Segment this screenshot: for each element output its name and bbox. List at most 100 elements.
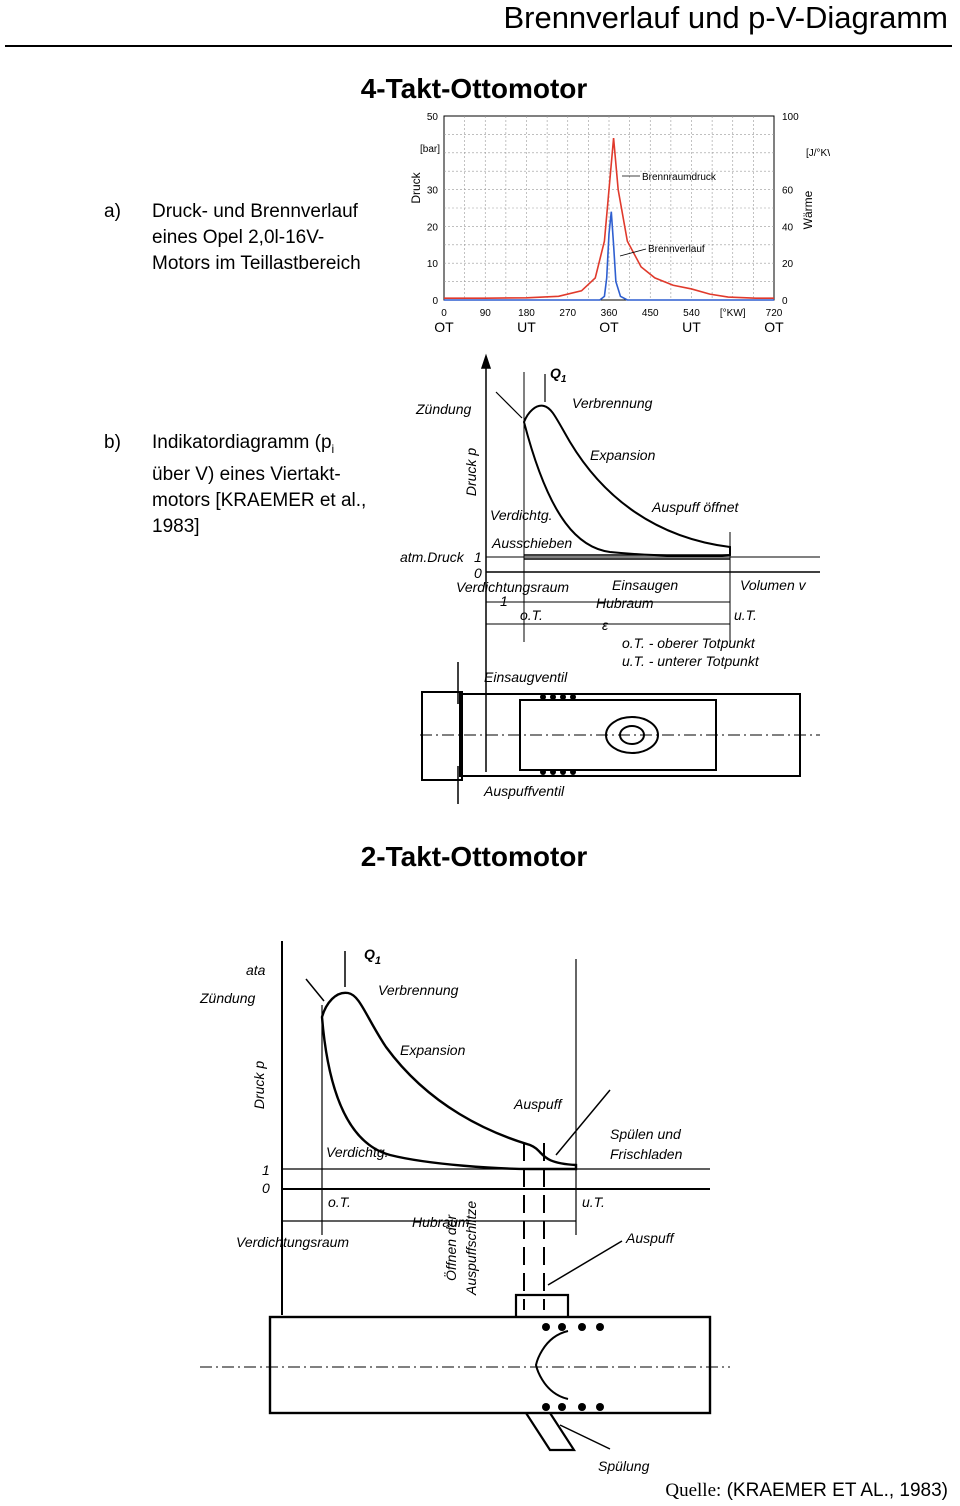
q1-label-2: Q1 [364, 946, 381, 967]
caption-a-text: Druck- und Brennverlauf eines Opel 2,0l-… [152, 199, 361, 277]
gas-exchange-loop [524, 554, 730, 560]
spuelen-label-1: Spülen und [610, 1126, 682, 1142]
ot-label-2: o.T. [328, 1194, 351, 1210]
caption-a-label: a) [104, 201, 121, 222]
verdichtg-label-2: Verdichtg. [326, 1144, 389, 1160]
oeffnen-label-2: Auspuffschlitze [463, 1201, 479, 1296]
ignition-arrow-2 [305, 978, 325, 1002]
verbrennung-label-2: Verbrennung [378, 982, 459, 998]
y-right-tick-label: 60 [782, 186, 794, 197]
spuelen-label-2: Frischladen [610, 1146, 683, 1162]
ot-definition: o.T. - oberer Totpunkt [622, 635, 756, 651]
auspuff-pointer [547, 1240, 623, 1286]
series-label-leader [619, 248, 647, 257]
caption-b-line-3: motors [KRAEMER et al., [152, 489, 367, 511]
y-right-axis-label: Wärme [801, 190, 815, 229]
caption-b-line-1: Indikatordiagramm (pi [152, 430, 366, 462]
x-tick-label: 90 [480, 308, 492, 319]
figure-indicator-diagram-4-stroke: Q1 Zündung Verbrennung Expansion Druck p… [400, 352, 840, 812]
tick-0-label-2: 0 [262, 1180, 270, 1196]
y-left-tick-label: 0 [432, 296, 438, 307]
y-left-tick-label: 30 [427, 186, 439, 197]
caption-a-line-1: Druck- und Brennverlauf [152, 201, 358, 222]
caption-b-text: Indikatordiagramm (pi über V) eines Vier… [152, 430, 366, 540]
caption-b-line-1-text: Indikatordiagramm (p [152, 432, 332, 453]
druck-p-label-4: Druck p [463, 448, 479, 496]
x-tick-label: 360 [601, 308, 618, 319]
x-dead-center-label: OT [599, 319, 619, 335]
auspuff-mid-label: Auspuff [625, 1230, 676, 1246]
piston-rings-top [540, 694, 576, 775]
verbrennung-label-4: Verbrennung [572, 395, 653, 411]
caption-a-line-2: eines Opel 2,0l-16V- [152, 227, 325, 248]
druck-p-label-2: Druck p [251, 1061, 267, 1109]
ut-label-4: u.T. [734, 607, 757, 623]
volumen-v-label: Volumen v [740, 577, 807, 593]
spuelung-label: Spülung [598, 1458, 650, 1474]
x-tick-label: 270 [559, 308, 576, 319]
section-heading-2-takt: 2-Takt-Ottomotor [360, 841, 588, 872]
auspuffventil-label: Auspuffventil [483, 783, 565, 799]
pressure-heat-release-chart: Druck [bar] [J/°KW] Wärme 0 90 180 270 360 45… [409, 112, 830, 335]
y-left-tick-label: 20 [427, 222, 439, 233]
y-right-unit-label: [J/°KW] [806, 148, 830, 159]
oeffnen-label-1: Öffnen der [442, 1214, 459, 1281]
x-tick-label: 0 [441, 308, 447, 319]
indicator-diagram-2-stroke: ata Q1 Zündung Verbrennung Expansion Dru… [199, 941, 730, 1474]
expansion-label-2: Expansion [400, 1042, 466, 1058]
y-left-axis-label: Druck [409, 171, 423, 203]
ut-label-2: u.T. [582, 1194, 605, 1210]
spuelen-pointer [555, 1089, 611, 1156]
caption-b-line-2: über V) eines Viertakt- [152, 463, 341, 485]
pressure-axis-arrow [480, 353, 492, 369]
x-tick-label: 180 [518, 308, 535, 319]
einsaugen-label: Einsaugen [612, 577, 678, 593]
y-right-tick-label: 100 [782, 112, 799, 123]
auspuff-oeffnet-label: Auspuff öffnet [651, 499, 740, 515]
verdichtungsraum-label-4: Verdichtungsraum [456, 579, 569, 595]
x-dead-center-label: OT [764, 319, 784, 335]
source-citation: Quelle: (KRAEMER ET AL., 1983) [0, 1479, 948, 1503]
y-right-tick-label: 20 [782, 259, 794, 270]
scavenging-port [525, 1412, 577, 1452]
cylinder-head [421, 691, 463, 781]
source-label: Quelle: [665, 1480, 722, 1501]
caption-b-label: b) [104, 432, 121, 453]
page-title: Brennverlauf und p-V-Diagramm [503, 0, 948, 35]
expansion-label-4: Expansion [590, 447, 656, 463]
y-left-tick-label: 10 [427, 259, 439, 270]
y-left-unit-label: [bar] [420, 144, 440, 155]
tick-0-label-4: 0 [474, 565, 482, 581]
x-dead-center-label: UT [682, 319, 701, 335]
caption-b-subscript: i [331, 441, 335, 456]
pv-loop-2-stroke [320, 991, 578, 1171]
verdichtg-label-4: Verdichtg. [490, 507, 553, 523]
auspuff-top-label: Auspuff [513, 1096, 564, 1112]
ignition-arrow [495, 391, 523, 419]
tick-1-label-4: 1 [474, 549, 482, 565]
caption-a-line-3: Motors im Teillastbereich [152, 253, 361, 274]
series-label-brennverlauf: Brennverlauf [648, 244, 705, 255]
ut-definition: u.T. - unterer Totpunkt [622, 653, 760, 669]
piston-crown-2 [534, 1330, 569, 1400]
y-right-tick-label: 0 [782, 296, 788, 307]
x-tick-label: 540 [683, 308, 700, 319]
spuelung-pointer [559, 1424, 611, 1450]
einsaugventil-label: Einsaugventil [484, 669, 568, 685]
q1-label-4: Q1 [550, 365, 567, 385]
x-dead-center-label: OT [434, 319, 454, 335]
indicator-diagram-4-stroke: Q1 Zündung Verbrennung Expansion Druck p… [400, 353, 820, 804]
x-dead-center-label: UT [517, 319, 536, 335]
ot-label-4: o.T. [520, 607, 543, 623]
series-line-brennverlauf [444, 211, 774, 301]
series-line-brennraumdruck [444, 138, 774, 299]
x-tick-label: 450 [642, 308, 659, 319]
piston-rings-2 [542, 1323, 604, 1411]
y-right-tick-label: 40 [782, 222, 794, 233]
zuendung-label-2: Zündung [199, 990, 255, 1006]
y-left-tick-label: 50 [427, 112, 439, 123]
page-header: Brennverlauf und p-V-Diagramm [0, 0, 960, 47]
epsilon-label: ε [602, 617, 609, 633]
ata-label: ata [246, 962, 266, 978]
